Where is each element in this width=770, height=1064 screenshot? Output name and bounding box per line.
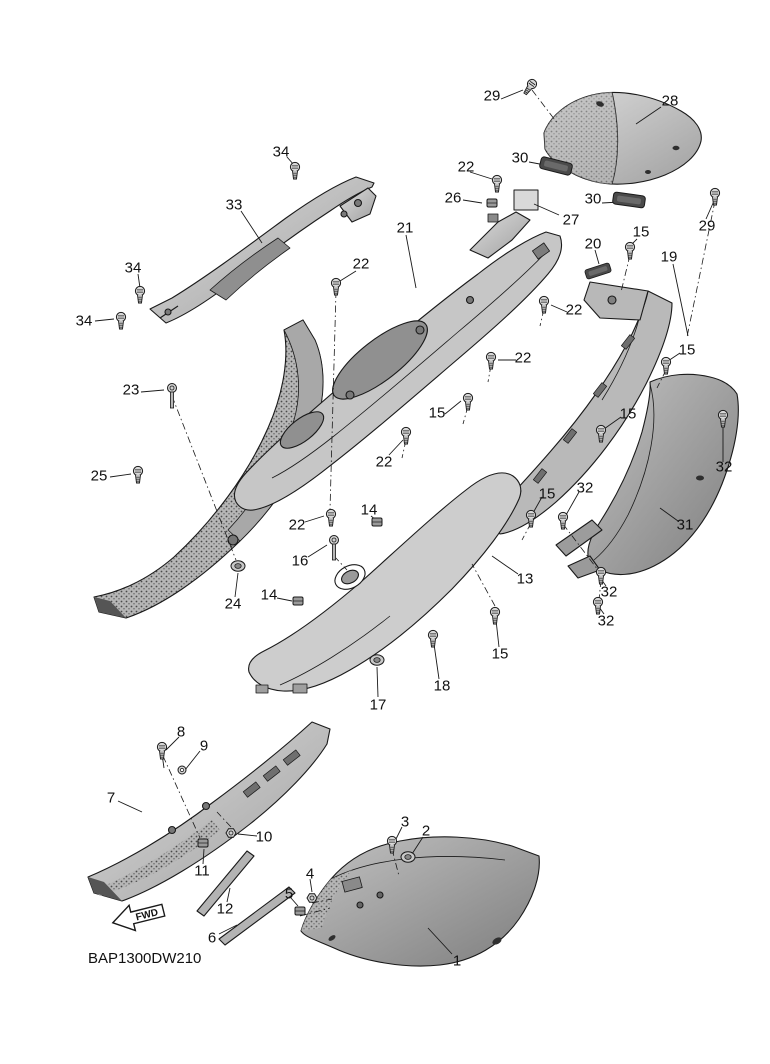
part-28-tail-cowl	[543, 91, 702, 185]
callout-30-4: 30	[512, 150, 529, 167]
callout-26-5: 26	[445, 190, 462, 207]
part-33-bracket	[149, 176, 377, 324]
callout-22-16: 22	[566, 302, 583, 319]
callout-2-46: 2	[422, 823, 430, 840]
callout-34-2: 34	[273, 144, 290, 161]
callout-5-49: 5	[285, 886, 293, 903]
callout-33-9: 33	[226, 197, 243, 214]
callout-13-32: 13	[517, 571, 534, 588]
callout-25-23: 25	[91, 468, 108, 485]
callout-20-11: 20	[585, 236, 602, 253]
callout-15-27: 15	[539, 486, 556, 503]
callout-8-40: 8	[177, 724, 185, 741]
callout-32-35: 32	[601, 584, 618, 601]
callout-30-6: 30	[585, 191, 602, 208]
callout-29-0: 29	[484, 88, 501, 105]
callout-15-18: 15	[679, 342, 696, 359]
callout-14-34: 14	[261, 587, 278, 604]
callout-22-25: 22	[289, 517, 306, 534]
part-13-lower-panel	[248, 472, 522, 694]
callout-22-24: 22	[376, 454, 393, 471]
callout-32-28: 32	[577, 480, 594, 497]
callout-15-22: 15	[620, 406, 637, 423]
callout-22-20: 22	[515, 350, 532, 367]
callout-9-41: 9	[200, 738, 208, 755]
part-21-main-panel	[233, 211, 563, 511]
callout-12-47: 12	[217, 901, 234, 918]
part-6-strip	[218, 886, 296, 946]
callout-32-29: 32	[716, 459, 733, 476]
fwd-arrow: FWD	[111, 903, 166, 932]
callout-6-50: 6	[208, 930, 216, 947]
callout-28-1: 28	[662, 93, 679, 110]
callout-18-38: 18	[434, 678, 451, 695]
callout-27-7: 27	[563, 212, 580, 229]
callout-1-51: 1	[453, 953, 461, 970]
drawing-code: BAP1300DW210	[88, 950, 201, 967]
fwd-label: FWD	[135, 907, 160, 923]
callout-15-12: 15	[633, 224, 650, 241]
part-19-rail	[487, 281, 673, 535]
callout-4-48: 4	[306, 866, 314, 883]
part-27-pad	[513, 189, 539, 211]
callout-24-33: 24	[225, 596, 242, 613]
callout-34-17: 34	[76, 313, 93, 330]
callout-7-42: 7	[107, 790, 115, 807]
callout-15-21: 15	[429, 405, 446, 422]
callout-11-44: 11	[194, 863, 210, 880]
part-12-strip	[196, 850, 255, 917]
callout-23-19: 23	[123, 382, 140, 399]
callout-22-15: 22	[353, 256, 370, 273]
callout-15-37: 15	[492, 646, 509, 663]
callout-32-36: 32	[598, 613, 615, 630]
callout-14-26: 14	[361, 502, 378, 519]
callout-10-43: 10	[256, 829, 273, 846]
phantom-lines	[162, 89, 716, 917]
callout-3-45: 3	[401, 814, 409, 831]
callout-16-30: 16	[292, 553, 309, 570]
part-1-side-cover	[300, 836, 540, 967]
callout-19-13: 19	[661, 249, 678, 266]
callout-21-10: 21	[397, 220, 414, 237]
callout-31-31: 31	[677, 517, 694, 534]
callout-17-39: 17	[370, 697, 387, 714]
callout-29-8: 29	[699, 218, 716, 235]
callout-34-14: 34	[125, 260, 142, 277]
part-7-lower-left-panel	[87, 721, 331, 902]
callout-22-3: 22	[458, 159, 475, 176]
